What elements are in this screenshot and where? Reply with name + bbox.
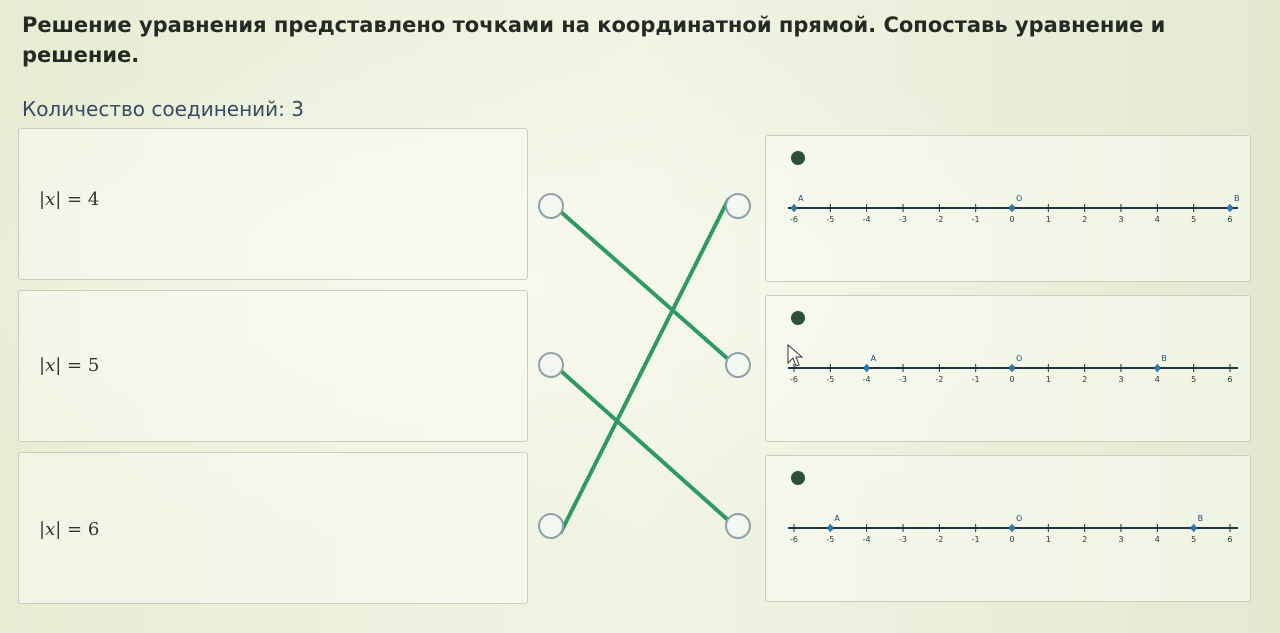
tick-label: 0 [1009, 375, 1014, 384]
number-line-2: -6 -5 -4 -3 -2 -1 0 1 2 3 4 5 6 A O B [788, 354, 1238, 384]
tick-label: 2 [1082, 215, 1087, 224]
tick-label: -4 [863, 535, 871, 544]
tick-label: 1 [1046, 215, 1051, 224]
equation-text-2: |x| = 5 [39, 355, 100, 376]
tick-label: -1 [972, 535, 980, 544]
tick-label: -3 [899, 535, 907, 544]
drag-handle-icon[interactable] [791, 471, 805, 485]
solution-point [1009, 365, 1015, 371]
tick-label: 3 [1118, 535, 1123, 544]
tick-label: 1 [1046, 375, 1051, 384]
drag-handle-icon[interactable] [791, 151, 805, 165]
tick-label: 3 [1118, 375, 1123, 384]
connection-wire [559, 369, 730, 522]
tick-label: 4 [1155, 375, 1160, 384]
tick-label: 2 [1082, 375, 1087, 384]
tick-label: -1 [972, 375, 980, 384]
tick-label: 6 [1227, 535, 1232, 544]
tick-label: 5 [1191, 375, 1196, 384]
solution-node-1[interactable] [725, 193, 751, 219]
equation-card-1[interactable]: |x| = 4 [18, 128, 528, 280]
tick-label: -5 [826, 215, 834, 224]
tick-label: 2 [1082, 535, 1087, 544]
tick-label: 1 [1046, 535, 1051, 544]
tick-label: -6 [790, 535, 798, 544]
tick-label: -4 [863, 215, 871, 224]
equation-node-3[interactable] [538, 513, 564, 539]
tick-label: 6 [1227, 375, 1232, 384]
equation-text-1: |x| = 4 [39, 189, 100, 210]
point-label: O [1016, 194, 1022, 203]
solution-point [1227, 205, 1233, 211]
tick-label: 4 [1155, 535, 1160, 544]
point-label: A [798, 194, 804, 203]
point-label: A [871, 354, 877, 363]
tick-label: -3 [899, 375, 907, 384]
tick-label: -2 [935, 375, 943, 384]
tick-label: 4 [1155, 215, 1160, 224]
point-label: B [1234, 194, 1240, 203]
solution-point [827, 525, 834, 531]
solution-node-3[interactable] [725, 513, 751, 539]
solution-point [1009, 525, 1015, 531]
tick-label: -1 [972, 215, 980, 224]
connection-wire [559, 210, 730, 361]
tick-label: -3 [899, 215, 907, 224]
solution-point [1009, 205, 1015, 211]
solution-point [1154, 365, 1161, 371]
point-label: A [834, 514, 840, 523]
equation-node-1[interactable] [538, 193, 564, 219]
tick-label: 0 [1009, 215, 1014, 224]
point-label: O [1016, 354, 1022, 363]
solution-point [1190, 525, 1197, 531]
connections-count: Количество соединений: 3 [22, 97, 305, 121]
tick-label: 3 [1118, 215, 1123, 224]
tick-label: -5 [826, 375, 834, 384]
equation-text-3: |x| = 6 [39, 519, 100, 540]
tick-label: -5 [826, 535, 834, 544]
drag-handle-icon[interactable] [791, 311, 805, 325]
mouse-cursor-icon [787, 344, 803, 367]
tick-label: -6 [790, 215, 798, 224]
tick-label: 5 [1191, 535, 1196, 544]
number-line-3: -6 -5 -4 -3 -2 -1 0 1 2 3 4 5 6 A O B [788, 514, 1238, 544]
point-label: B [1161, 354, 1167, 363]
tick-label: 6 [1227, 215, 1232, 224]
tick-label: 5 [1191, 215, 1196, 224]
solution-node-2[interactable] [725, 352, 751, 378]
equation-card-3[interactable]: |x| = 6 [18, 452, 528, 604]
point-label: O [1016, 514, 1022, 523]
tick-label: -2 [935, 215, 943, 224]
number-line-1: -6 -5 -4 -3 -2 -1 0 1 2 3 4 5 6 A O B [788, 194, 1240, 224]
task-title: Решение уравнения представлено точками н… [22, 13, 1166, 67]
point-label: B [1198, 514, 1204, 523]
tick-label: -2 [935, 535, 943, 544]
solution-point [863, 365, 870, 371]
tick-label: -4 [863, 375, 871, 384]
connection-wire [559, 198, 730, 534]
tick-label: 0 [1009, 535, 1014, 544]
equation-card-2[interactable]: |x| = 5 [18, 290, 528, 442]
tick-label: -6 [790, 375, 798, 384]
solution-point [791, 205, 797, 211]
equation-node-2[interactable] [538, 352, 564, 378]
